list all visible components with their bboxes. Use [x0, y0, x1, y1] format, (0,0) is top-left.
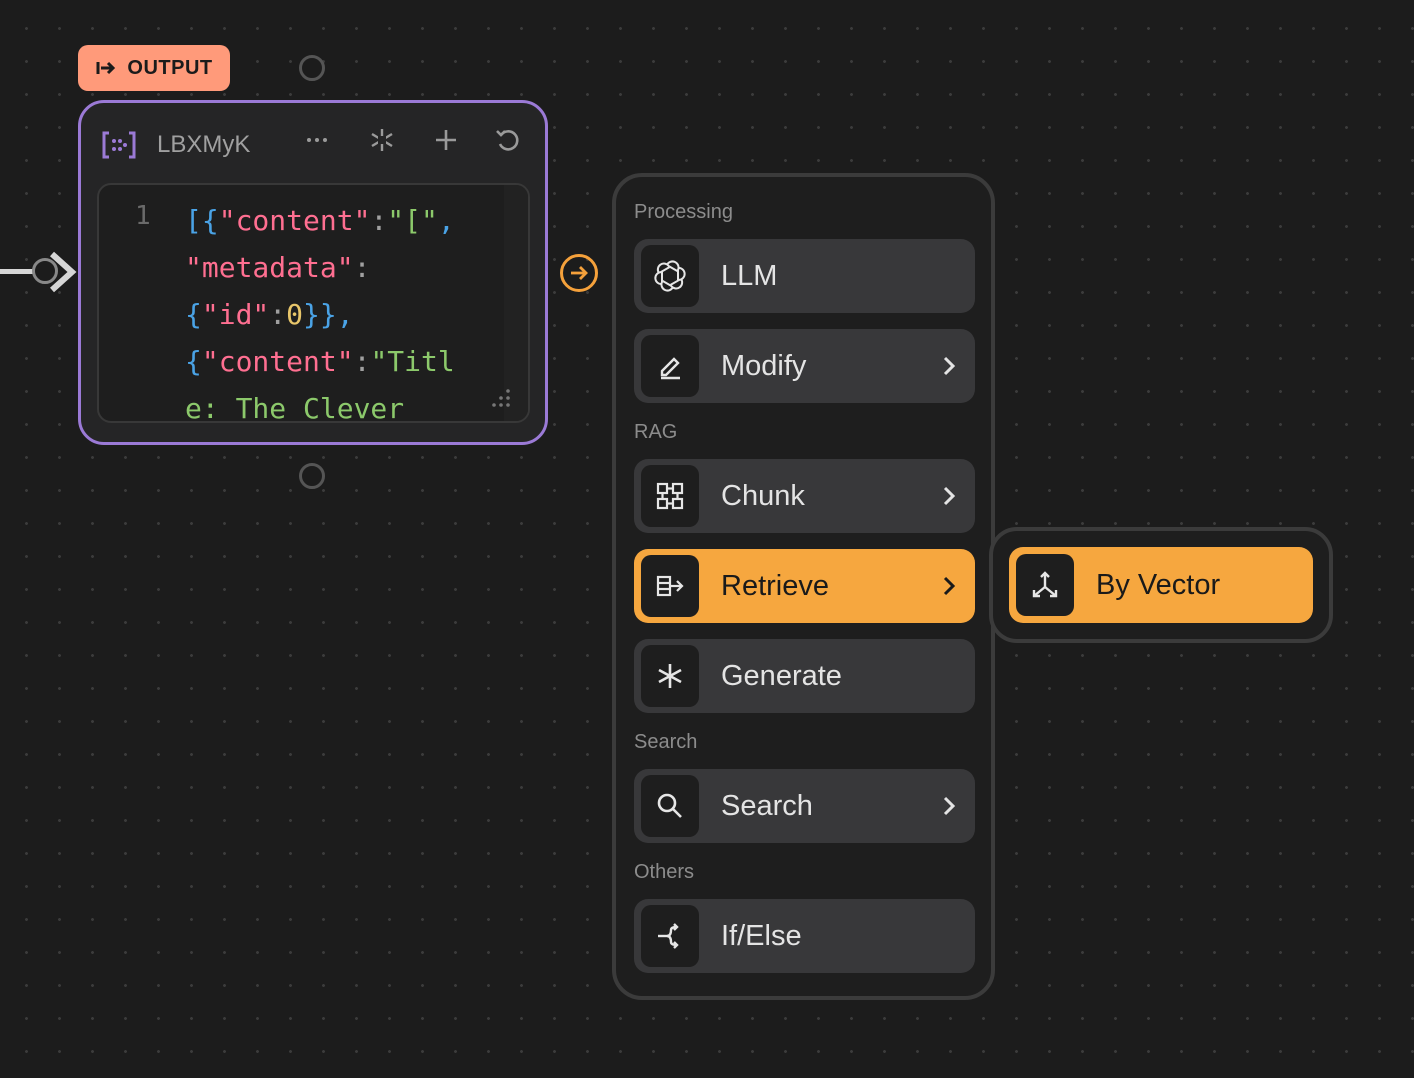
menu-item-retrieve[interactable]: Retrieve: [634, 549, 975, 623]
code-token: :: [353, 345, 371, 378]
menu-item-label: Modify: [721, 349, 807, 382]
menu-item-label: Search: [721, 789, 813, 822]
plus-icon[interactable]: [433, 127, 459, 160]
output-icon: [96, 61, 116, 75]
code-line: [{"content":"[",: [185, 197, 455, 244]
menu-item-llm[interactable]: LLM: [634, 239, 975, 313]
chevron-right-icon: [941, 355, 957, 382]
code-token: [{: [185, 204, 219, 237]
section-label-search: Search: [634, 731, 698, 753]
menu-item-label: By Vector: [1096, 568, 1221, 601]
arrow-right-icon: [571, 266, 588, 280]
top-handle[interactable]: [299, 55, 325, 81]
bottom-handle[interactable]: [299, 463, 325, 489]
menu-item-search[interactable]: Search: [634, 769, 975, 843]
refresh-icon[interactable]: [495, 127, 521, 160]
edit-icon: [641, 335, 699, 397]
branch-icon: [641, 905, 699, 967]
chevron-right-icon: [941, 485, 957, 512]
more-icon[interactable]: [304, 127, 330, 160]
code-token: :: [353, 251, 371, 284]
chevron-right-icon: [941, 795, 957, 822]
code-token: "Titl: [370, 345, 455, 378]
asterisk-icon: [641, 645, 699, 707]
node-header: LBXMyK: [101, 123, 531, 167]
menu-item-label: Chunk: [721, 479, 805, 512]
retrieve-submenu: By Vector: [989, 527, 1333, 643]
retrieve-icon: [641, 555, 699, 617]
section-label-processing: Processing: [634, 201, 733, 223]
code-token: :: [269, 298, 287, 331]
output-badge-label: OUTPUT: [127, 56, 213, 79]
section-label-others: Others: [634, 861, 695, 883]
code-editor[interactable]: 1 [{"content":"[","metadata":{"id":0}},{…: [97, 183, 530, 423]
code-line: e: The Clever: [185, 385, 405, 423]
menu-item-by-vector[interactable]: By Vector: [1009, 547, 1313, 623]
menu-item-modify[interactable]: Modify: [634, 329, 975, 403]
code-token: :: [370, 204, 388, 237]
menu-item-chunk[interactable]: Chunk: [634, 459, 975, 533]
output-handle[interactable]: [560, 254, 598, 292]
code-token: }},: [303, 298, 354, 331]
incoming-edge: [0, 269, 52, 274]
output-badge: OUTPUT: [78, 45, 230, 91]
code-token: {: [185, 298, 202, 331]
vector-icon: [1016, 554, 1074, 616]
menu-item-label: LLM: [721, 259, 778, 292]
code-token: ,: [437, 204, 455, 237]
code-token: "metadata": [185, 251, 354, 284]
chevron-right-icon: [941, 575, 957, 602]
section-label-rag: RAG: [634, 421, 678, 443]
code-line: {"content":"Titl: [185, 338, 455, 385]
menu-item-label: If/Else: [721, 919, 802, 952]
node-title[interactable]: LBXMyK: [157, 131, 251, 158]
openai-icon: [641, 245, 699, 307]
code-token: e: The Clever: [185, 392, 405, 423]
code-token: 0: [286, 298, 304, 331]
grid-icon: [641, 465, 699, 527]
menu-item-label: Generate: [721, 659, 842, 692]
code-token: {: [185, 345, 202, 378]
code-token: "id": [201, 298, 270, 331]
code-line: "metadata":: [185, 244, 370, 291]
resize-handle-icon[interactable]: [490, 387, 512, 409]
edge-arrow-icon: [49, 251, 77, 293]
text-node[interactable]: LBXMyK 1 [{"content":"[","metadata":{"id…: [78, 100, 548, 445]
menu-item-label: Retrieve: [721, 569, 829, 602]
code-line: {"id":0}},: [185, 291, 354, 338]
json-icon: [102, 131, 136, 159]
code-token: "content": [218, 204, 371, 237]
search-icon: [641, 775, 699, 837]
editor-scrollbar[interactable]: [504, 185, 528, 421]
code-token: "[": [387, 204, 438, 237]
line-number: 1: [135, 201, 151, 231]
menu-item-if-else[interactable]: If/Else: [634, 899, 975, 973]
menu-item-generate[interactable]: Generate: [634, 639, 975, 713]
input-handle[interactable]: [32, 258, 58, 284]
asterisk-icon[interactable]: [369, 127, 395, 160]
code-token: "content": [201, 345, 354, 378]
